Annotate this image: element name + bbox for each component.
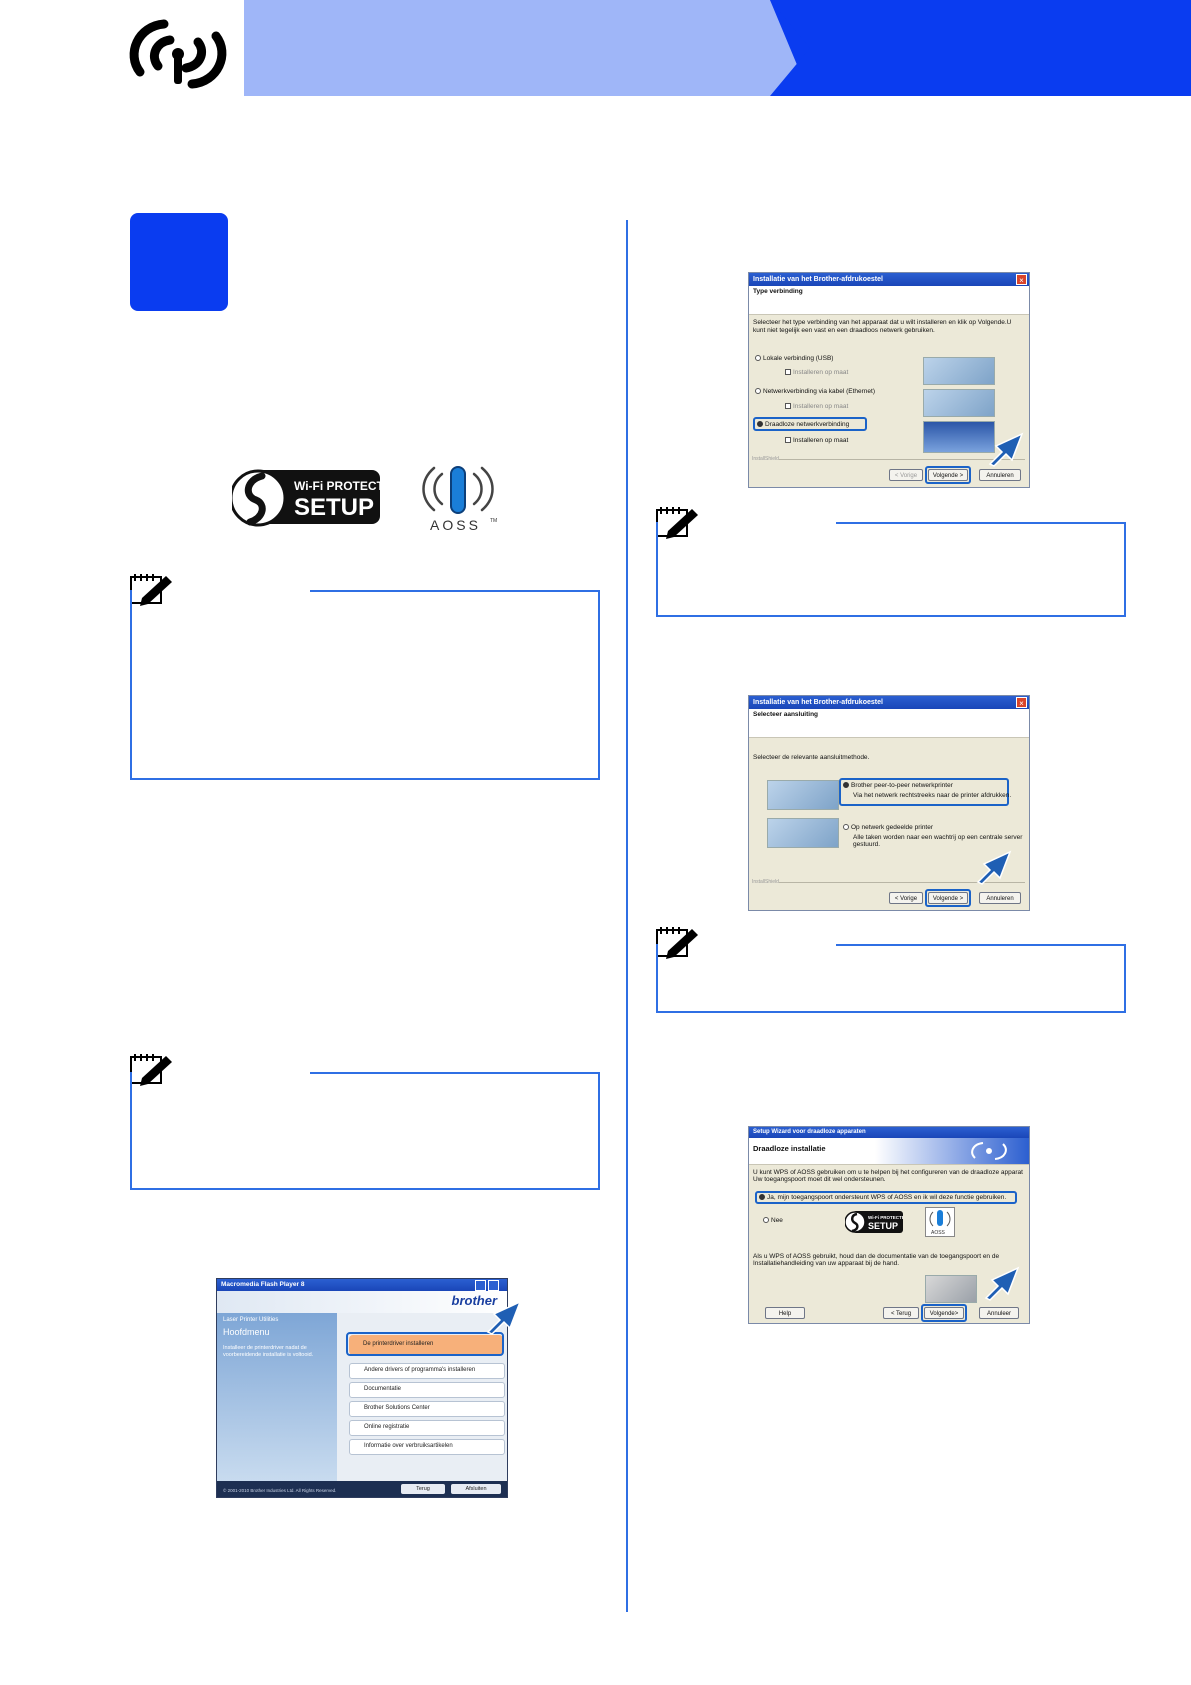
- highlight-frame: [839, 778, 1009, 806]
- note-box: [656, 522, 1126, 617]
- installshield-label: InstallShield: [752, 879, 779, 885]
- checkbox-custom-usb[interactable]: Installeren op maat: [785, 369, 848, 376]
- network-cable-image: [767, 780, 839, 810]
- menu-item-install-driver[interactable]: De printerdriver installeren: [349, 1335, 503, 1355]
- flash-player-window: Macromedia Flash Player 8 brother Laser …: [216, 1278, 508, 1498]
- note-icon: [130, 1054, 172, 1086]
- usb-cable-image: [923, 357, 995, 385]
- dialog-select-connection: Installatie van het Brother-afdrukoestel…: [748, 695, 1030, 911]
- info-text: Als u WPS of AOSS gebruikt, houd dan de …: [753, 1253, 1000, 1267]
- dialog-title: Installatie van het Brother-afdrukoestel: [749, 696, 1029, 709]
- menu-item[interactable]: Andere drivers of programma's installere…: [349, 1363, 505, 1379]
- dialog-heading: Selecteer aansluiting: [753, 711, 819, 718]
- help-button[interactable]: Help: [765, 1307, 805, 1319]
- highlight-frame: [346, 1332, 504, 1356]
- radio-wps-yes[interactable]: Ja, mijn toegangspoort ondersteunt WPS o…: [759, 1194, 1006, 1201]
- radio-ethernet[interactable]: Netwerkverbinding via kabel (Ethernet): [755, 388, 875, 395]
- menu-item[interactable]: Informatie over verbruiksartikelen: [349, 1439, 505, 1455]
- menu-item[interactable]: Documentatie: [349, 1382, 505, 1398]
- back-button[interactable]: < Vorige: [889, 469, 923, 481]
- dialog-description: Selecteer de relevante aansluitmethode.: [753, 754, 870, 761]
- note-icon: [130, 574, 172, 606]
- option2-description: Alle taken worden naar een wachtrij op e…: [853, 834, 1023, 848]
- pointer-arrow-icon: [486, 1300, 522, 1335]
- header-band-dark: [770, 0, 1191, 96]
- wireless-logo-icon: [971, 1142, 1007, 1160]
- documents-image: [925, 1275, 977, 1303]
- note-box: [656, 944, 1126, 1013]
- highlight-frame: [925, 466, 971, 484]
- aoss-logo: AOSS: [925, 1207, 955, 1237]
- wps-logo-line2: SETUP: [294, 494, 374, 521]
- wps-logo-line2: SETUP: [868, 1221, 898, 1231]
- highlight-frame: [753, 417, 867, 431]
- aoss-tm: TM: [490, 518, 497, 524]
- menu-item[interactable]: Online registratie: [349, 1420, 505, 1436]
- wireless-logo-icon: [129, 19, 227, 89]
- cancel-button[interactable]: Annuleren: [979, 469, 1021, 481]
- close-icon[interactable]: ×: [1016, 697, 1027, 708]
- column-divider: [626, 220, 628, 1612]
- radio-usb[interactable]: Lokale verbinding (USB): [755, 355, 833, 362]
- note-box: [130, 590, 600, 780]
- checkbox-custom-wireless[interactable]: Installeren op maat: [785, 437, 848, 444]
- cancel-button[interactable]: Annuleer: [979, 1307, 1019, 1319]
- radio-wireless[interactable]: Draadloze netwerkverbinding: [757, 421, 849, 428]
- dialog-connection-type: Installatie van het Brother-afdrukoestel…: [748, 272, 1030, 488]
- dialog-heading: Draadloze installatie: [753, 1144, 826, 1153]
- minimize-icon[interactable]: [475, 1280, 486, 1291]
- next-button[interactable]: Volgende >: [928, 892, 968, 904]
- aoss-logo: AOSS TM: [422, 466, 497, 533]
- dialog-title: Installatie van het Brother-afdrukoestel: [749, 273, 1029, 286]
- wps-logo-line1: Wi-Fi PROTECTED: [294, 479, 382, 493]
- step-number-box: [130, 213, 228, 311]
- back-button[interactable]: Terug: [401, 1484, 445, 1494]
- back-button[interactable]: < Vorige: [889, 892, 923, 904]
- option1-description: Via het netwerk rechtstreeks naar de pri…: [853, 792, 1012, 799]
- note-box: [130, 1072, 600, 1190]
- dialog-wireless-wizard: Setup Wizard voor draadloze apparaten Dr…: [748, 1126, 1030, 1324]
- cancel-button[interactable]: Annuleren: [979, 892, 1021, 904]
- copyright: © 2001-2010 Brother Industries Ltd. All …: [223, 1488, 337, 1493]
- note-icon: [656, 927, 698, 959]
- pointer-arrow-icon: [976, 850, 1012, 885]
- shared-cable-image: [767, 818, 839, 848]
- wps-logo: Wi-Fi PROTECTED SETUP: [845, 1211, 903, 1233]
- hint-text: Installeer de printerdriver nadat de voo…: [223, 1345, 314, 1358]
- installshield-label: InstallShield: [752, 456, 779, 462]
- flash-title: Macromedia Flash Player 8: [217, 1279, 507, 1291]
- wireless-image: [923, 421, 995, 453]
- checkbox-custom-ethernet[interactable]: Installeren op maat: [785, 403, 848, 410]
- back-button[interactable]: < Terug: [883, 1307, 919, 1319]
- ethernet-cable-image: [923, 389, 995, 417]
- dialog-title: Setup Wizard voor draadloze apparaten: [749, 1127, 1029, 1138]
- menu-item[interactable]: Brother Solutions Center: [349, 1401, 505, 1417]
- dialog-description: U kunt WPS of AOSS gebruiken om u te hel…: [753, 1169, 1023, 1183]
- exit-button[interactable]: Afsluiten: [451, 1484, 501, 1494]
- menu-title: Hoofdmenu: [223, 1327, 270, 1337]
- header-band-light: [244, 0, 804, 96]
- highlight-frame: [755, 1191, 1017, 1204]
- radio-shared-printer[interactable]: Op netwerk gedeelde printer: [843, 824, 933, 831]
- wps-logo: Wi-Fi PROTECTED SETUP: [232, 469, 382, 527]
- aoss-logo-text: AOSS: [430, 517, 481, 533]
- brother-logo: brother: [451, 1293, 498, 1308]
- dialog-heading: Type verbinding: [753, 288, 803, 295]
- maximize-icon[interactable]: [487, 1280, 499, 1291]
- radio-peer-to-peer[interactable]: Brother peer-to-peer netwerkprinter: [843, 782, 953, 789]
- dialog-description: Selecteer het type verbinding van het ap…: [753, 319, 1012, 334]
- section-label: Laser Printer Utilities: [223, 1317, 279, 1323]
- pointer-arrow-icon: [988, 432, 1024, 467]
- close-icon[interactable]: ×: [1016, 274, 1027, 285]
- next-button[interactable]: Volgende>: [924, 1307, 964, 1319]
- highlight-frame: [921, 1304, 967, 1322]
- wps-logo-line1: Wi-Fi PROTECTED: [868, 1215, 903, 1220]
- aoss-logo-text: AOSS: [931, 1230, 946, 1236]
- next-button[interactable]: Volgende >: [928, 469, 968, 481]
- pointer-arrow-icon: [984, 1266, 1020, 1301]
- radio-wps-no[interactable]: Nee: [763, 1217, 783, 1224]
- highlight-frame: [925, 889, 971, 907]
